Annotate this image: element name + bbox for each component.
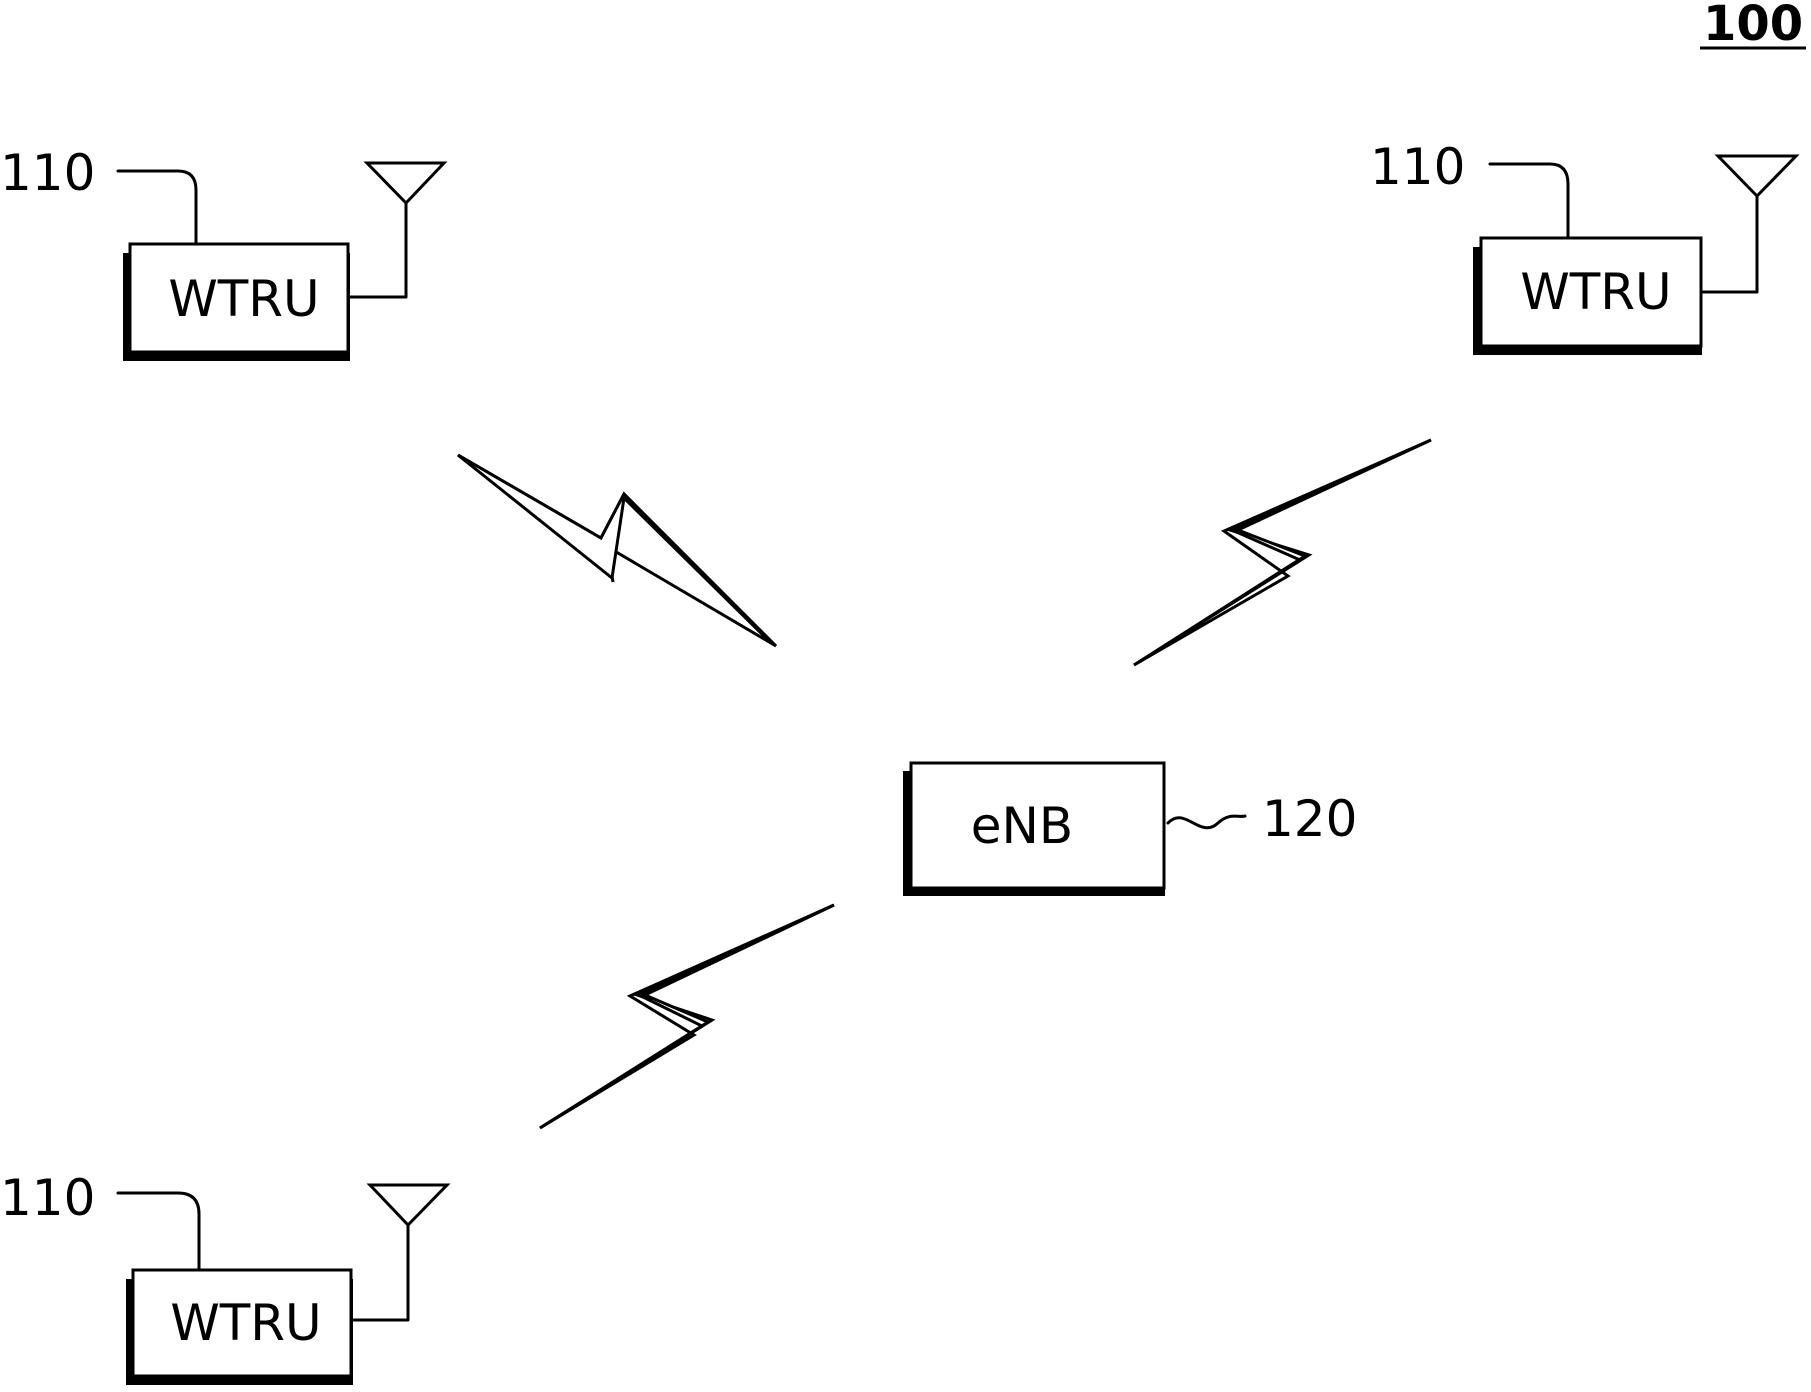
wireless-link-bolt-top-right-inner	[1133, 438, 1432, 667]
figure-number: 100	[1700, 0, 1806, 52]
wtru-ref-leader	[1488, 162, 1570, 240]
enb-ref-leader	[1166, 814, 1247, 830]
wtru-label: WTRU	[170, 1294, 321, 1352]
wtru-antenna-feed	[352, 1223, 410, 1322]
wtru-top-left: 110 WTRU	[0, 144, 448, 361]
wireless-link-bolt-bottom-inner	[539, 903, 835, 1130]
wtru-ref-label: 110	[0, 144, 95, 202]
wtru-label: WTRU	[168, 270, 319, 328]
enb-label: eNB	[971, 797, 1073, 855]
wtru-top-right: 110 WTRU	[1370, 138, 1800, 355]
wtru-label: WTRU	[1520, 263, 1671, 321]
wireless-link-bolt-top-left-inner	[457, 453, 772, 644]
antenna-icon	[1714, 154, 1800, 199]
wtru-bottom-left: 110 WTRU	[0, 1169, 451, 1385]
antenna-icon	[366, 1183, 451, 1228]
wtru-ref-label: 110	[1370, 138, 1465, 196]
wtru-box	[131, 1268, 353, 1378]
enb-ref-label: 120	[1262, 790, 1357, 848]
wtru-antenna-feed	[1701, 194, 1759, 294]
wtru-box	[128, 242, 350, 354]
enb-box	[909, 761, 1166, 890]
figure-number-label: 100	[1703, 0, 1803, 52]
wtru-ref-label: 110	[0, 1169, 95, 1227]
wtru-antenna-feed	[348, 201, 408, 299]
wtru-ref-leader	[116, 1191, 201, 1272]
enb-node: eNB 120	[903, 761, 1357, 896]
wtru-ref-leader	[116, 169, 198, 246]
antenna-icon	[363, 161, 448, 206]
wtru-box	[1479, 236, 1703, 348]
